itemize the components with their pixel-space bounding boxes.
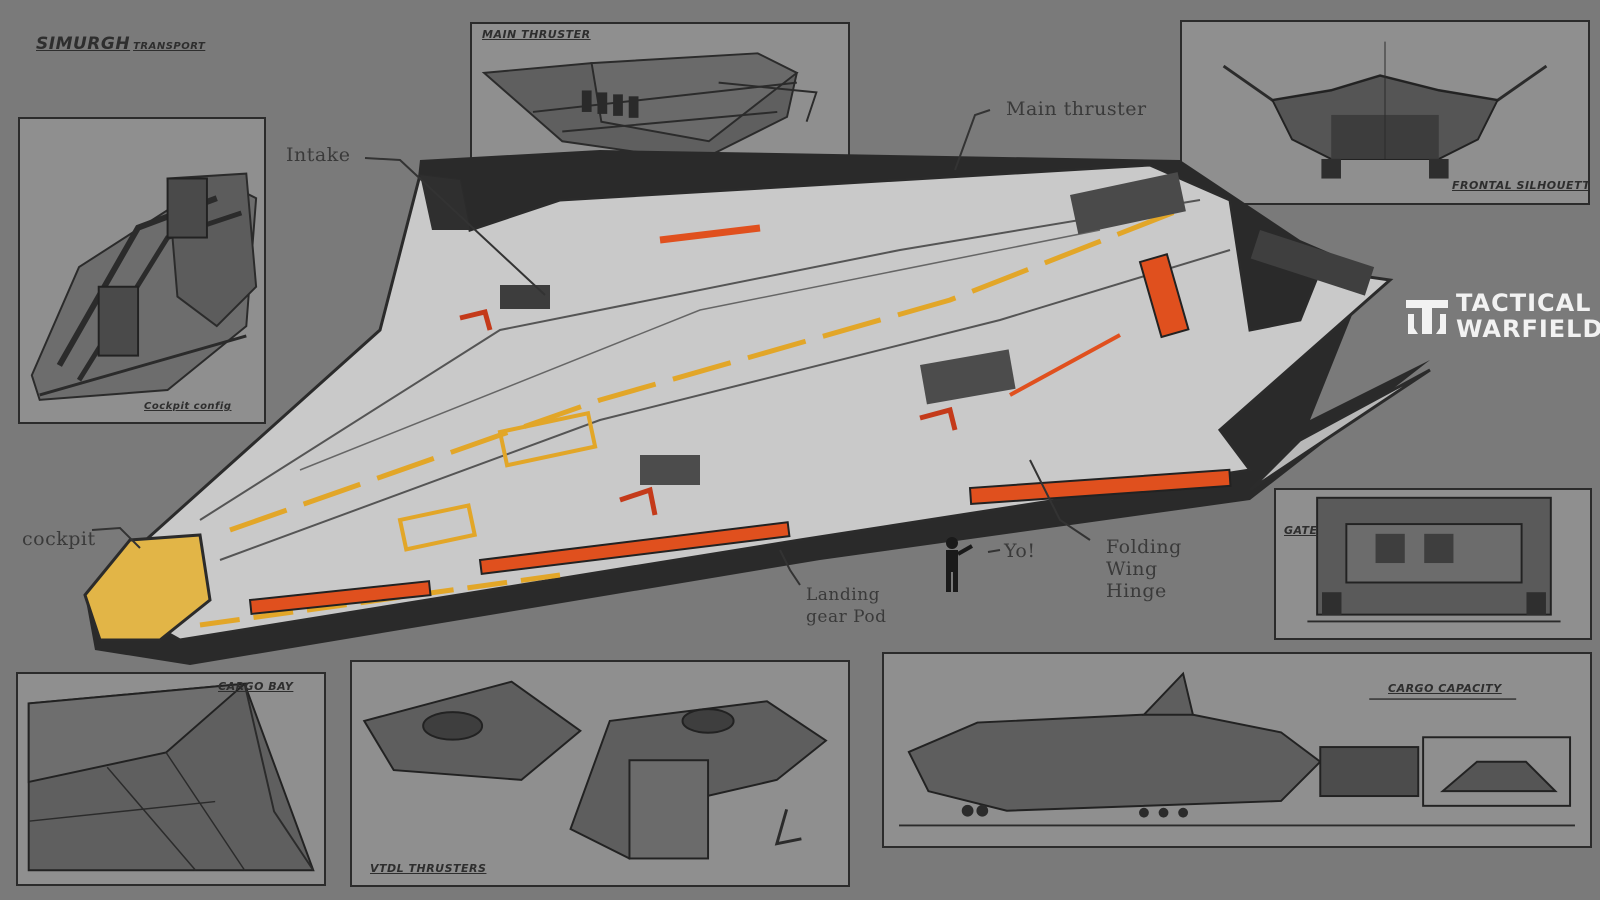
vtdl-thrusters-panel: VTDL THRUSTERS	[350, 660, 850, 887]
main-thruster-panel-label: MAIN THRUSTER	[482, 28, 591, 41]
vtdl-thrusters-sketch	[362, 680, 828, 860]
cargo-capacity-panel: CARGO CAPACITY	[882, 652, 1592, 848]
gate-panel: GATE	[1274, 488, 1592, 640]
yo-label: Yo!	[1004, 540, 1036, 562]
cockpit-label: cockpit	[22, 528, 96, 550]
tactical-warfield-logo-icon	[1406, 300, 1448, 334]
sheet-title-main: SIMURGH	[36, 34, 131, 54]
cargo-capacity-label: CARGO CAPACITY	[1388, 682, 1502, 695]
cockpit-config-panel: Cockpit config	[18, 117, 266, 424]
vtdl-thrusters-label: VTDL THRUSTERS	[370, 862, 487, 875]
scale-figure	[946, 537, 1001, 592]
main-thruster-label: Main thruster	[1006, 98, 1147, 120]
brand-logo: TACTICAL WARFIELD	[1404, 289, 1600, 346]
frontal-silhouette-label: FRONTAL SILHOUETTE	[1452, 179, 1590, 192]
brand-line-1: TACTICAL	[1456, 289, 1592, 317]
folding-wing-hinge-label: Folding Wing Hinge	[1106, 536, 1182, 602]
gate-sketch	[1307, 496, 1561, 623]
cargo-capacity-sketch	[899, 671, 1575, 827]
main-thruster-sketch	[481, 52, 818, 162]
cockpit-sketch	[30, 172, 258, 401]
sheet-title-sub: TRANSPORT	[133, 41, 206, 52]
cargo-bay-panel: CARGO BAY	[16, 672, 326, 886]
cargo-bay-label: CARGO BAY	[218, 680, 294, 693]
frontal-silhouette-panel: FRONTAL SILHOUETTE	[1180, 20, 1590, 205]
intake-label: Intake	[286, 144, 351, 166]
brand-line-2: WARFIELD	[1456, 315, 1600, 343]
cockpit-config-label: Cockpit config	[144, 401, 232, 412]
gate-label: GATE	[1284, 524, 1318, 537]
frontal-silhouette-sketch	[1222, 41, 1548, 179]
landing-gear-pod-label: Landing gear Pod	[806, 585, 887, 627]
cargo-bay-sketch	[27, 682, 315, 872]
